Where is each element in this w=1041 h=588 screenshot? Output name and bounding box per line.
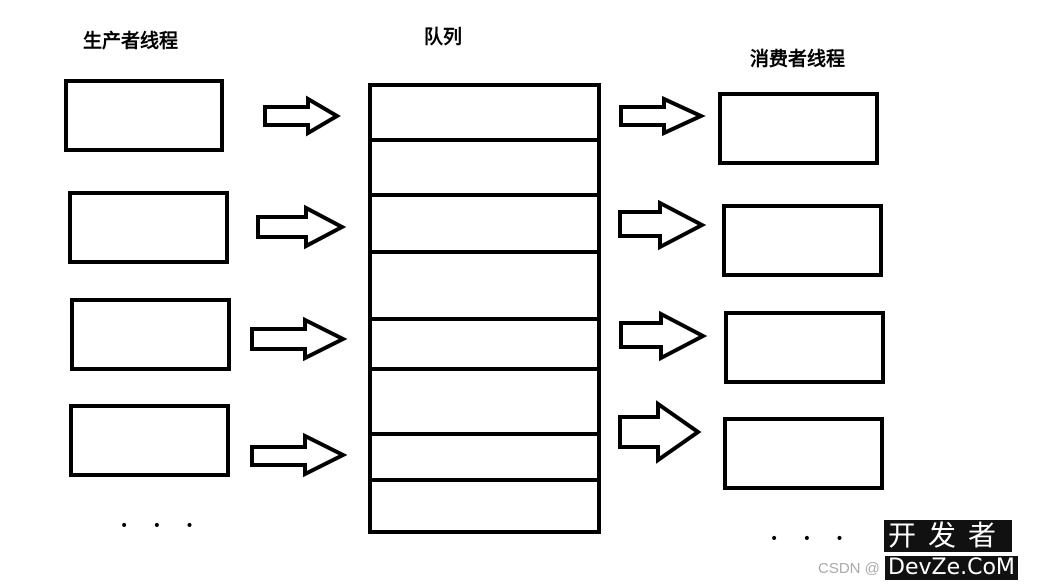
consumer-box-4 xyxy=(723,417,884,490)
watermark-csdn: CSDN @ xyxy=(818,560,880,577)
queue-cell xyxy=(372,138,597,142)
queue-title: 队列 xyxy=(424,26,463,48)
queue-cell xyxy=(372,432,597,436)
queue-cell xyxy=(372,193,597,197)
queue xyxy=(368,83,601,534)
consumer-ellipsis: • • • xyxy=(770,531,854,547)
producer-title: 生产者线程 xyxy=(83,30,179,52)
watermark-cn: 开发者 xyxy=(884,520,1013,552)
arrow-icon xyxy=(250,316,348,362)
queue-cell xyxy=(372,250,597,254)
producer-box-4 xyxy=(69,404,230,477)
producer-box-1 xyxy=(64,79,224,152)
consumer-box-1 xyxy=(718,92,879,165)
producer-box-2 xyxy=(68,191,229,264)
arrow-icon xyxy=(263,95,341,137)
producer-ellipsis: • • • xyxy=(120,518,204,534)
consumer-box-2 xyxy=(722,204,883,277)
queue-cell xyxy=(372,478,597,482)
consumer-title: 消费者线程 xyxy=(750,48,846,70)
arrow-icon xyxy=(618,199,707,251)
producer-box-3 xyxy=(70,298,231,371)
arrow-icon xyxy=(619,310,708,362)
queue-cell xyxy=(372,317,597,321)
consumer-box-3 xyxy=(724,311,885,384)
arrow-icon xyxy=(250,432,348,478)
queue-cell xyxy=(372,367,597,371)
watermark-site: DevZe.CoM xyxy=(885,556,1018,580)
arrow-icon xyxy=(618,400,702,464)
arrow-icon xyxy=(619,95,706,137)
arrow-icon xyxy=(256,204,347,250)
